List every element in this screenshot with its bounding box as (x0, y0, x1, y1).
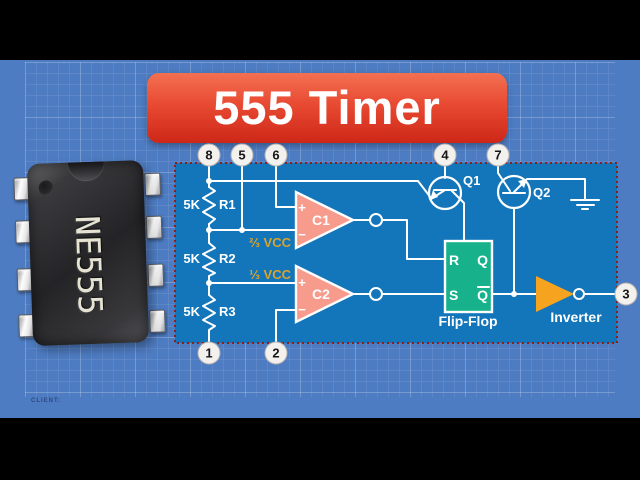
q2-arrow (518, 179, 527, 188)
flip-flop-block: R Q S Q Flip-Flop (438, 239, 498, 329)
pin-6: 6 (272, 148, 279, 163)
inverter-label: Inverter (550, 309, 602, 325)
q2-label: Q2 (533, 185, 550, 200)
ff-q-output: Q (477, 252, 488, 268)
resistor-labels: 5K R1 5K R2 5K R3 (183, 197, 235, 319)
r2-value: 5K (183, 251, 200, 266)
pin-7: 7 (494, 148, 501, 163)
r2-name: R2 (219, 251, 236, 266)
pin-1: 1 (205, 346, 212, 361)
flip-flop-label: Flip-Flop (438, 313, 497, 329)
q1-label: Q1 (463, 173, 480, 188)
inverter-block: Inverter (536, 276, 602, 325)
ff-s-input: S (449, 287, 458, 303)
resistor-r1-symbol (202, 186, 216, 225)
pin-3: 3 (622, 287, 629, 302)
transistor-q2 (496, 165, 586, 210)
c1-label: C1 (312, 212, 330, 228)
c1-output-node (369, 213, 383, 227)
resistor-r2-symbol (202, 242, 216, 277)
title-banner: 555 Timer (147, 73, 507, 143)
page-title: 555 Timer (213, 81, 441, 134)
circuit-box (174, 162, 618, 344)
r3-value: 5K (183, 304, 200, 319)
junction-dots (206, 178, 517, 297)
c2-label: C2 (312, 286, 330, 302)
pin-5: 5 (238, 148, 245, 163)
ff-r-input: R (449, 252, 459, 268)
ground-symbol (570, 199, 600, 210)
pin-2: 2 (272, 346, 279, 361)
r1-value: 5K (183, 197, 200, 212)
pin-terminals: 8 5 6 4 7 1 2 3 (197, 143, 638, 365)
pin-8: 8 (205, 148, 212, 163)
c2-plus: + (298, 275, 306, 290)
wires (202, 165, 616, 343)
c1-minus: − (298, 227, 306, 242)
transistor-q1 (427, 175, 465, 242)
comparator-c2: + − C2 (294, 264, 383, 324)
blueprint-client-label: CLIENT: (31, 398, 61, 404)
inverter-triangle (536, 276, 574, 312)
r3-name: R3 (219, 304, 236, 319)
c2-output-node (369, 287, 383, 301)
inverter-output-node (573, 288, 585, 300)
pin-4: 4 (441, 148, 449, 163)
one-third-vcc-label: ⅓ VCC (249, 267, 292, 282)
c1-plus: + (298, 200, 306, 215)
c2-minus: − (298, 302, 306, 317)
resistor-r3-symbol (202, 294, 216, 331)
two-thirds-vcc-label: ⅔ VCC (249, 235, 292, 250)
q1-arrow (430, 190, 438, 200)
r1-name: R1 (219, 197, 236, 212)
comparator-c1: + − C1 (294, 190, 383, 250)
ff-qbar-output: Q (477, 287, 488, 303)
